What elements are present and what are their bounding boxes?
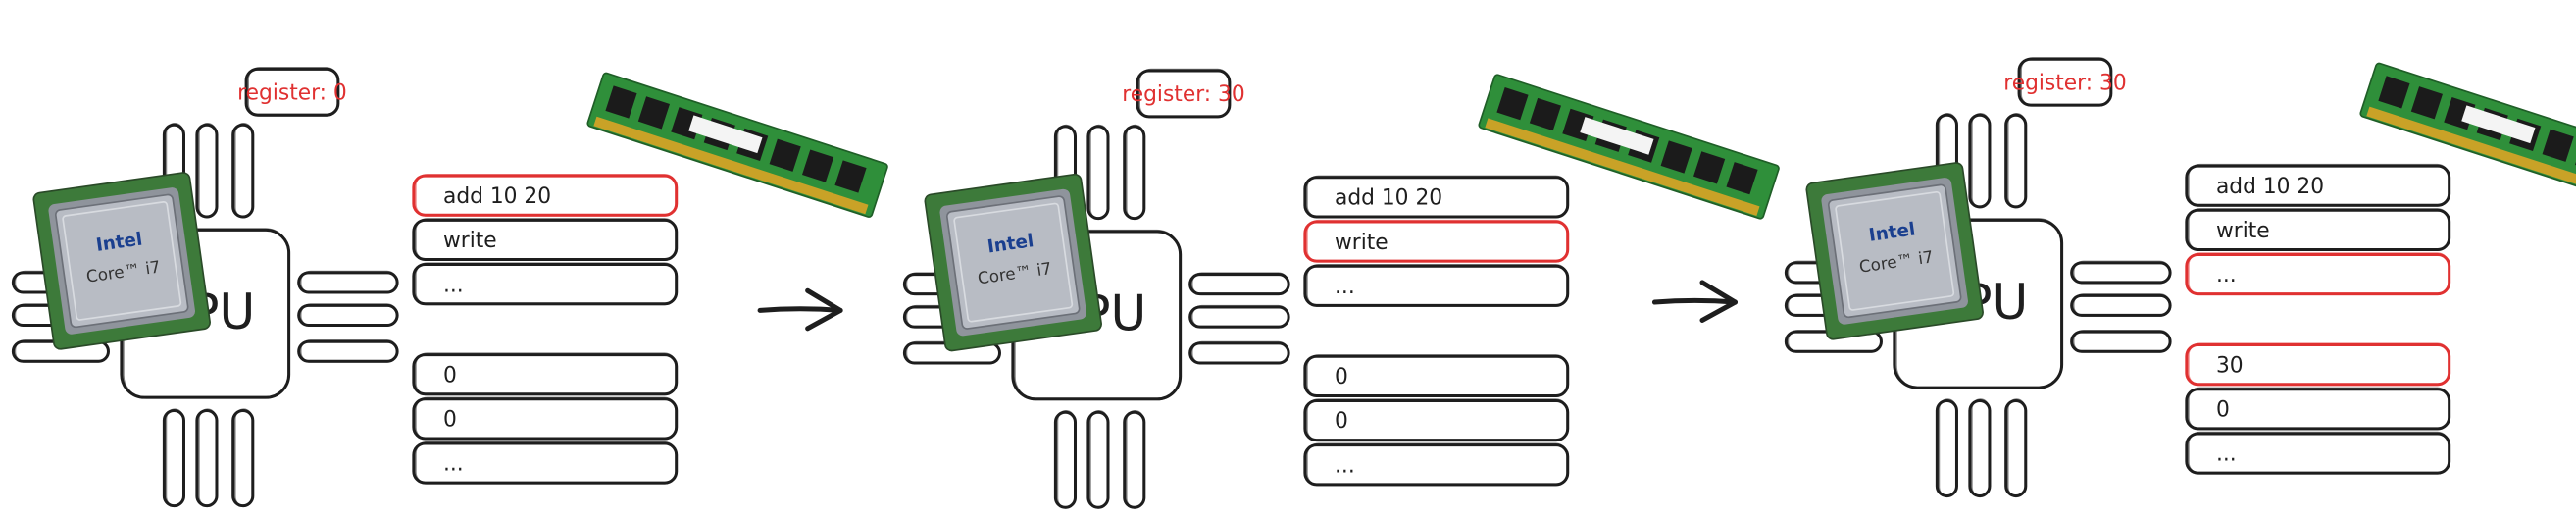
memory-slot	[2185, 387, 2451, 431]
instruction-text: ...	[2216, 263, 2237, 287]
cpu-pin-bottom	[1968, 398, 1992, 498]
memory-text: ...	[2216, 442, 2237, 467]
memory-slot	[412, 352, 679, 396]
register-value: register: 0	[237, 80, 347, 105]
register-box	[2017, 57, 2113, 107]
ram-module-icon	[1478, 74, 1780, 220]
memory-slot	[1303, 354, 1570, 397]
ram-pins	[593, 116, 869, 215]
memory-slot	[412, 396, 679, 441]
cpu-pin-bottom	[2004, 398, 2028, 498]
ram-pins	[1485, 118, 1760, 216]
cpu-pin-right	[2070, 329, 2172, 353]
cpu-pin-bottom	[1123, 410, 1146, 509]
register-box	[244, 67, 340, 117]
ram-chip	[1529, 97, 1562, 131]
right-arrow-icon	[1651, 280, 1738, 323]
cpu-pin-top	[195, 123, 219, 219]
cpu-pin-top	[231, 123, 255, 219]
ram-chip	[2410, 86, 2443, 120]
instruction-text: add 10 20	[2216, 175, 2324, 199]
instruction-text: ...	[443, 273, 464, 297]
ram-chip	[834, 160, 867, 193]
cpu-pin-right	[1188, 340, 1290, 365]
ram-chip	[2542, 129, 2574, 162]
instruction-slot	[2185, 163, 2451, 207]
register-box	[1136, 68, 1232, 119]
ram-chip	[1693, 151, 1726, 184]
instruction-slot	[1303, 175, 1570, 219]
ram-chip	[1496, 87, 1529, 121]
ram-chip	[769, 138, 801, 172]
cpu-pin-right	[297, 270, 399, 294]
ram-module-icon	[2359, 62, 2576, 208]
ram-chip	[637, 96, 670, 130]
cpu-pin-top	[1086, 124, 1110, 221]
memory-text: ...	[1335, 453, 1355, 478]
instruction-slot	[412, 218, 679, 262]
cpu-pin-bottom	[1086, 410, 1110, 509]
memory-text: 0	[2216, 398, 2230, 423]
ram-chip	[1726, 162, 1758, 195]
instruction-text: write	[2216, 219, 2270, 243]
cpu-pin-right	[2070, 293, 2172, 317]
memory-slot	[1303, 398, 1570, 442]
memory-slot	[2185, 431, 2451, 475]
instruction-slot	[2185, 208, 2451, 251]
ram-module-icon	[586, 72, 888, 218]
ram-chip	[2378, 76, 2410, 109]
memory-text: 0	[1335, 365, 1348, 389]
instruction-text: add 10 20	[1335, 186, 1442, 211]
cpu-pin-right	[1188, 304, 1290, 329]
instruction-text: write	[1335, 231, 1389, 255]
cpu-pin-top	[1968, 113, 1992, 209]
memory-slot	[1303, 442, 1570, 487]
memory-text: 30	[2216, 353, 2244, 378]
cpu-pin-top	[2004, 113, 2028, 209]
ram-pins	[2366, 106, 2576, 205]
cpu-pin-right	[1188, 272, 1290, 296]
right-arrow-icon	[757, 287, 843, 332]
ram-sticker	[688, 115, 763, 154]
register-value: register: 30	[2003, 71, 2126, 95]
register-value: register: 30	[1122, 82, 1244, 107]
cpu-pin-bottom	[162, 408, 186, 508]
cpu-pin-top	[1123, 124, 1146, 221]
memory-slot	[2185, 342, 2451, 387]
instruction-slot	[1303, 264, 1570, 307]
memory-slot	[412, 441, 679, 485]
instruction-slot	[1303, 219, 1570, 263]
cpu-pin-right	[2070, 260, 2172, 285]
cpu-pin-right	[297, 303, 399, 327]
memory-text: 0	[443, 363, 457, 388]
instruction-text: add 10 20	[443, 184, 551, 209]
memory-text: ...	[443, 452, 464, 477]
memory-text: 0	[443, 408, 457, 433]
memory-text: 0	[1335, 409, 1348, 434]
ram-chip	[802, 149, 834, 182]
ram-chip	[1660, 140, 1692, 174]
ram-chip	[605, 85, 637, 119]
instruction-slot	[412, 173, 679, 217]
ram-sticker	[2461, 105, 2536, 144]
cpu-pin-bottom	[231, 408, 255, 508]
cpu-pin-bottom	[1935, 398, 1958, 498]
instruction-text: write	[443, 229, 497, 253]
instruction-slot	[412, 262, 679, 306]
cpu-pin-bottom	[1053, 410, 1078, 509]
instruction-text: ...	[1335, 275, 1355, 299]
instruction-slot	[2185, 252, 2451, 296]
cpu-pin-bottom	[195, 408, 219, 508]
cpu-pin-right	[297, 339, 399, 363]
ram-sticker	[1580, 117, 1654, 155]
